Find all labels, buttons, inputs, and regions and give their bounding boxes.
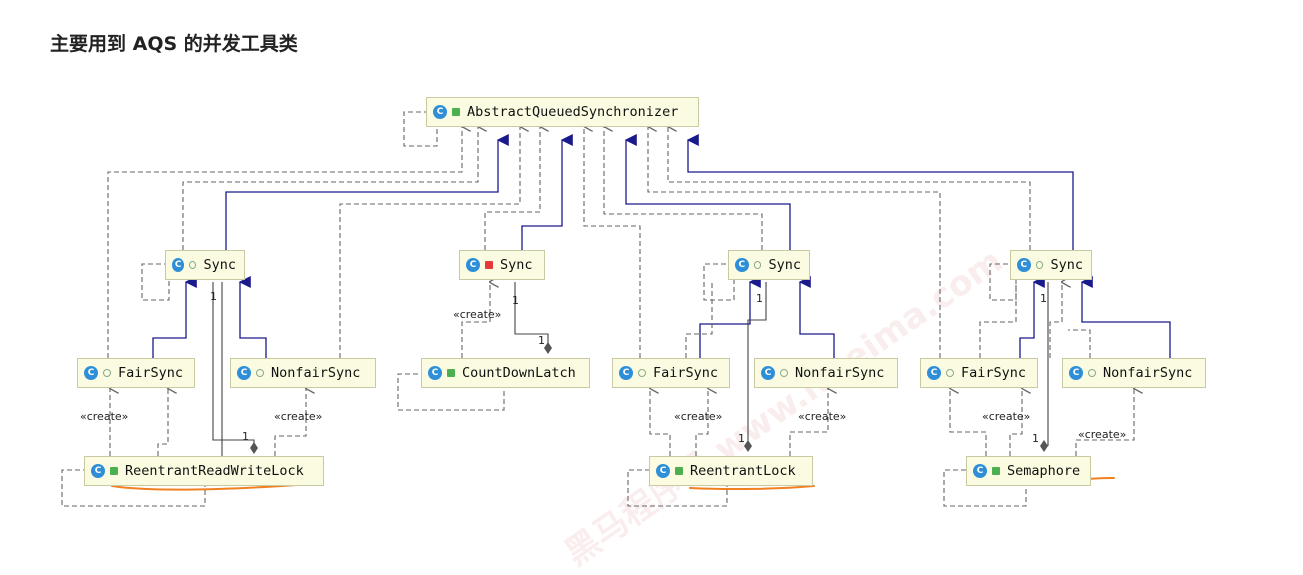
package-private-icon bbox=[638, 369, 646, 377]
class-icon: C bbox=[428, 366, 442, 380]
node-fairsync-rrwl[interactable]: C FairSync bbox=[77, 358, 195, 388]
class-icon: C bbox=[1017, 258, 1031, 272]
package-private-icon bbox=[1035, 261, 1044, 269]
node-nonfairsync-rrwl[interactable]: C NonfairSync bbox=[230, 358, 376, 388]
package-private-icon bbox=[1088, 369, 1096, 377]
node-sync-sem[interactable]: C Sync bbox=[1010, 250, 1092, 280]
node-reentrantreadwritelock[interactable]: C ReentrantReadWriteLock bbox=[84, 456, 324, 486]
private-lock-icon bbox=[485, 261, 493, 269]
class-icon: C bbox=[84, 366, 98, 380]
multiplicity-label: 1 bbox=[538, 334, 545, 347]
public-icon bbox=[992, 467, 1000, 475]
multiplicity-label: 1 bbox=[738, 432, 745, 445]
class-icon: C bbox=[237, 366, 251, 380]
class-icon: C bbox=[927, 366, 941, 380]
class-icon: C bbox=[973, 464, 987, 478]
node-label: NonfairSync bbox=[271, 365, 361, 381]
create-label: «create» bbox=[982, 410, 1031, 423]
node-nonfairsync-sem[interactable]: C NonfairSync bbox=[1062, 358, 1206, 388]
multiplicity-label: 1 bbox=[512, 294, 519, 307]
node-fairsync-rl[interactable]: C FairSync bbox=[612, 358, 730, 388]
node-label: ReentrantLock bbox=[690, 463, 796, 479]
multiplicity-label: 1 bbox=[756, 292, 763, 305]
node-label: FairSync bbox=[653, 365, 719, 381]
class-icon: C bbox=[433, 105, 447, 119]
class-icon: C bbox=[656, 464, 670, 478]
multiplicity-label: 1 bbox=[1032, 432, 1039, 445]
diagram-connectors bbox=[61, 111, 1171, 507]
public-icon bbox=[452, 108, 460, 116]
class-icon: C bbox=[91, 464, 105, 478]
node-label: Sync bbox=[500, 257, 533, 273]
node-label: Sync bbox=[1050, 257, 1083, 273]
node-semaphore[interactable]: C Semaphore bbox=[966, 456, 1091, 486]
create-label: «create» bbox=[80, 410, 129, 423]
node-sync-rrwl[interactable]: C Sync bbox=[165, 250, 245, 280]
class-icon: C bbox=[172, 258, 185, 272]
create-label: «create» bbox=[798, 410, 847, 423]
public-icon bbox=[110, 467, 118, 475]
node-label: Sync bbox=[203, 257, 236, 273]
public-icon bbox=[447, 369, 455, 377]
node-sync-rl[interactable]: C Sync bbox=[728, 250, 810, 280]
public-icon bbox=[675, 467, 683, 475]
package-private-icon bbox=[103, 369, 111, 377]
node-nonfairsync-rl[interactable]: C NonfairSync bbox=[754, 358, 898, 388]
node-label: CountDownLatch bbox=[462, 365, 576, 381]
package-private-icon bbox=[946, 369, 954, 377]
node-label: FairSync bbox=[118, 365, 184, 381]
package-private-icon bbox=[189, 261, 197, 269]
create-label: «create» bbox=[453, 308, 502, 321]
class-icon: C bbox=[619, 366, 633, 380]
node-label: NonfairSync bbox=[1103, 365, 1193, 381]
node-label: Semaphore bbox=[1007, 463, 1081, 479]
create-label: «create» bbox=[1078, 428, 1127, 441]
multiplicity-label: 1 bbox=[242, 430, 249, 443]
package-private-icon bbox=[780, 369, 788, 377]
node-label: FairSync bbox=[961, 365, 1027, 381]
class-icon: C bbox=[761, 366, 775, 380]
class-icon: C bbox=[735, 258, 749, 272]
node-sync-cdl[interactable]: C Sync bbox=[459, 250, 545, 280]
node-fairsync-sem[interactable]: C FairSync bbox=[920, 358, 1038, 388]
class-icon: C bbox=[1069, 366, 1083, 380]
node-label: NonfairSync bbox=[795, 365, 885, 381]
node-countdownlatch[interactable]: C CountDownLatch bbox=[421, 358, 590, 388]
create-label: «create» bbox=[274, 410, 323, 423]
package-private-icon bbox=[753, 261, 762, 269]
node-label: Sync bbox=[768, 257, 801, 273]
multiplicity-label: 1 bbox=[210, 290, 217, 303]
node-aqs[interactable]: C AbstractQueuedSynchronizer bbox=[426, 97, 699, 127]
node-label: AbstractQueuedSynchronizer bbox=[467, 104, 679, 120]
class-icon: C bbox=[466, 258, 480, 272]
create-label: «create» bbox=[674, 410, 723, 423]
node-label: ReentrantReadWriteLock bbox=[125, 463, 304, 479]
node-reentrantlock[interactable]: C ReentrantLock bbox=[649, 456, 813, 486]
multiplicity-label: 1 bbox=[1040, 292, 1047, 305]
package-private-icon bbox=[256, 369, 264, 377]
page-title: 主要用到 AQS 的并发工具类 bbox=[50, 33, 298, 55]
